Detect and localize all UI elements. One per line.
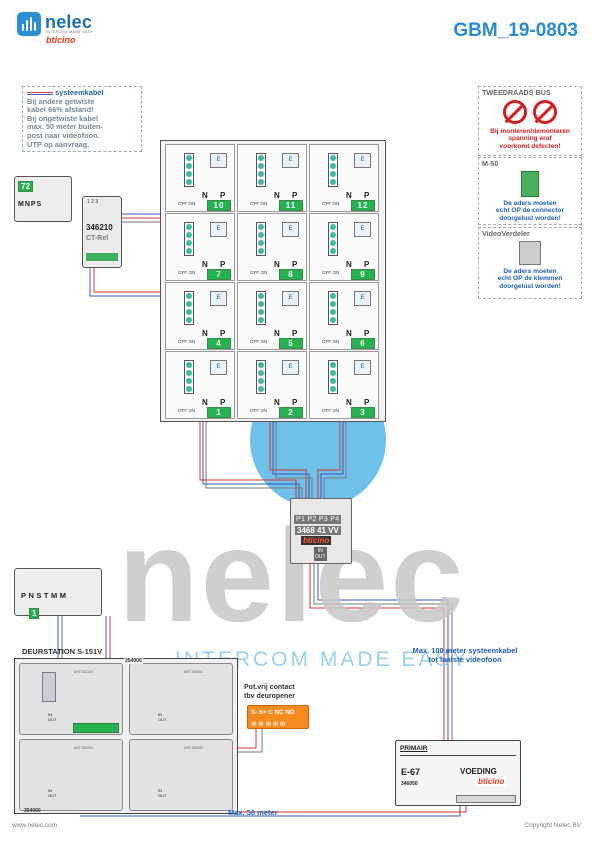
relay-label: Pot.vrij contact tbv deuropener <box>244 684 295 700</box>
terminal-icon <box>256 291 266 325</box>
controller-terminal-icon <box>86 253 118 261</box>
footer-website: www.nelec.com <box>12 822 58 829</box>
screen-icon: E <box>282 222 299 237</box>
psu-name: E-67 <box>401 767 421 777</box>
screen-icon: E <box>282 153 299 168</box>
screen-icon: E <box>354 291 371 306</box>
entry-module-terminals: MNPS <box>18 201 43 208</box>
power-supply: PRIMAIR E-67 VOEDING bticino 346050 <box>395 740 521 806</box>
screen-icon: E <box>210 222 227 237</box>
watermark-tagline: INTERCOM MADE EASY <box>175 648 470 671</box>
screen-icon: E <box>354 360 371 375</box>
cable-legend-icon <box>27 91 53 95</box>
max-50-label: Max. 50 meter <box>228 808 278 817</box>
relay-module: S- S+ C NC NO ⊕⊕⊕⊕⊕ <box>247 705 309 729</box>
relay-pins: S- S+ C NC NO <box>251 709 295 716</box>
distributor-model: 3468 41 VV <box>295 526 341 535</box>
keypad-terminals: PNSTMM <box>21 591 69 600</box>
footer-copyright: Copyright Nelec BV <box>524 822 581 829</box>
door-station-code-bottom: 354000 <box>24 808 41 814</box>
controller-mark: CT-Rel <box>86 235 109 242</box>
screen-icon: E <box>210 153 227 168</box>
door-station-label: DEURSTATION S-151V <box>22 647 103 656</box>
document-code: GBM_19-0803 <box>453 20 578 41</box>
terminal-icon <box>256 222 266 256</box>
door-terminal-strip-icon <box>73 723 119 733</box>
max-100-label: Max. 100 meter systeemkabel tot laatste … <box>412 646 518 664</box>
psu-voeding: VOEDING <box>460 767 497 776</box>
psu-code: 346050 <box>401 781 418 787</box>
terminal-icon <box>328 222 338 256</box>
screen-icon: E <box>210 291 227 306</box>
terminal-icon <box>256 360 266 394</box>
no-plug-icon <box>503 100 527 124</box>
entry-module-value: 72 <box>18 181 33 192</box>
partner-logo: bticino <box>46 35 76 45</box>
brand-tagline: INTERCOM MADE EASY <box>46 30 94 34</box>
screen-icon: E <box>210 360 227 375</box>
keypad-value: 1 <box>29 608 40 619</box>
entry-module: 72 MNPS <box>14 176 72 222</box>
terminal-block-icon <box>519 241 541 265</box>
controller-module: 1 2 3 346210 CT-Rel <box>82 196 122 268</box>
keypad-module: PNSTMM 1 <box>14 568 102 619</box>
screen-icon: E <box>354 222 371 237</box>
terminal-icon <box>184 222 194 256</box>
psu-terminal-icon <box>456 795 516 803</box>
screen-icon: E <box>354 153 371 168</box>
psu-logo: bticino <box>476 777 507 786</box>
terminal-icon <box>256 153 266 187</box>
controller-code: 346210 <box>86 223 113 232</box>
connector-icon <box>521 171 539 197</box>
panel-videoverdeler: VideoVerdeler De aders moeten echt OP de… <box>478 227 582 299</box>
panel-m50: M-50 De aders moeten echt OP de connecto… <box>478 157 582 225</box>
terminal-icon <box>328 291 338 325</box>
terminal-icon <box>184 153 194 187</box>
no-voltage-icon <box>533 100 557 124</box>
panel-two-wire-bus: TWEEDRAADS BUS Bij monteren/demonteren s… <box>478 86 582 156</box>
camera-icon <box>42 672 56 702</box>
screen-icon: E <box>282 291 299 306</box>
cable-legend: systeemkabel <box>27 88 137 98</box>
relay-screw-icons: ⊕⊕⊕⊕⊕ <box>251 721 287 728</box>
nelec-logo-icon <box>17 12 41 36</box>
terminal-icon <box>328 153 338 187</box>
distributor-ports: P1 P2 P3 P4 <box>294 515 342 524</box>
terminal-icon <box>184 291 194 325</box>
brand-name: nelec <box>45 12 93 32</box>
cable-note: systeemkabel Bij andere getwiste kabel 6… <box>22 86 142 152</box>
terminal-icon <box>328 360 338 394</box>
terminal-icon <box>184 360 194 394</box>
distributor-logo: bticino <box>301 536 332 545</box>
screen-icon: E <box>282 360 299 375</box>
door-station-code-top: 354000 <box>124 658 143 664</box>
